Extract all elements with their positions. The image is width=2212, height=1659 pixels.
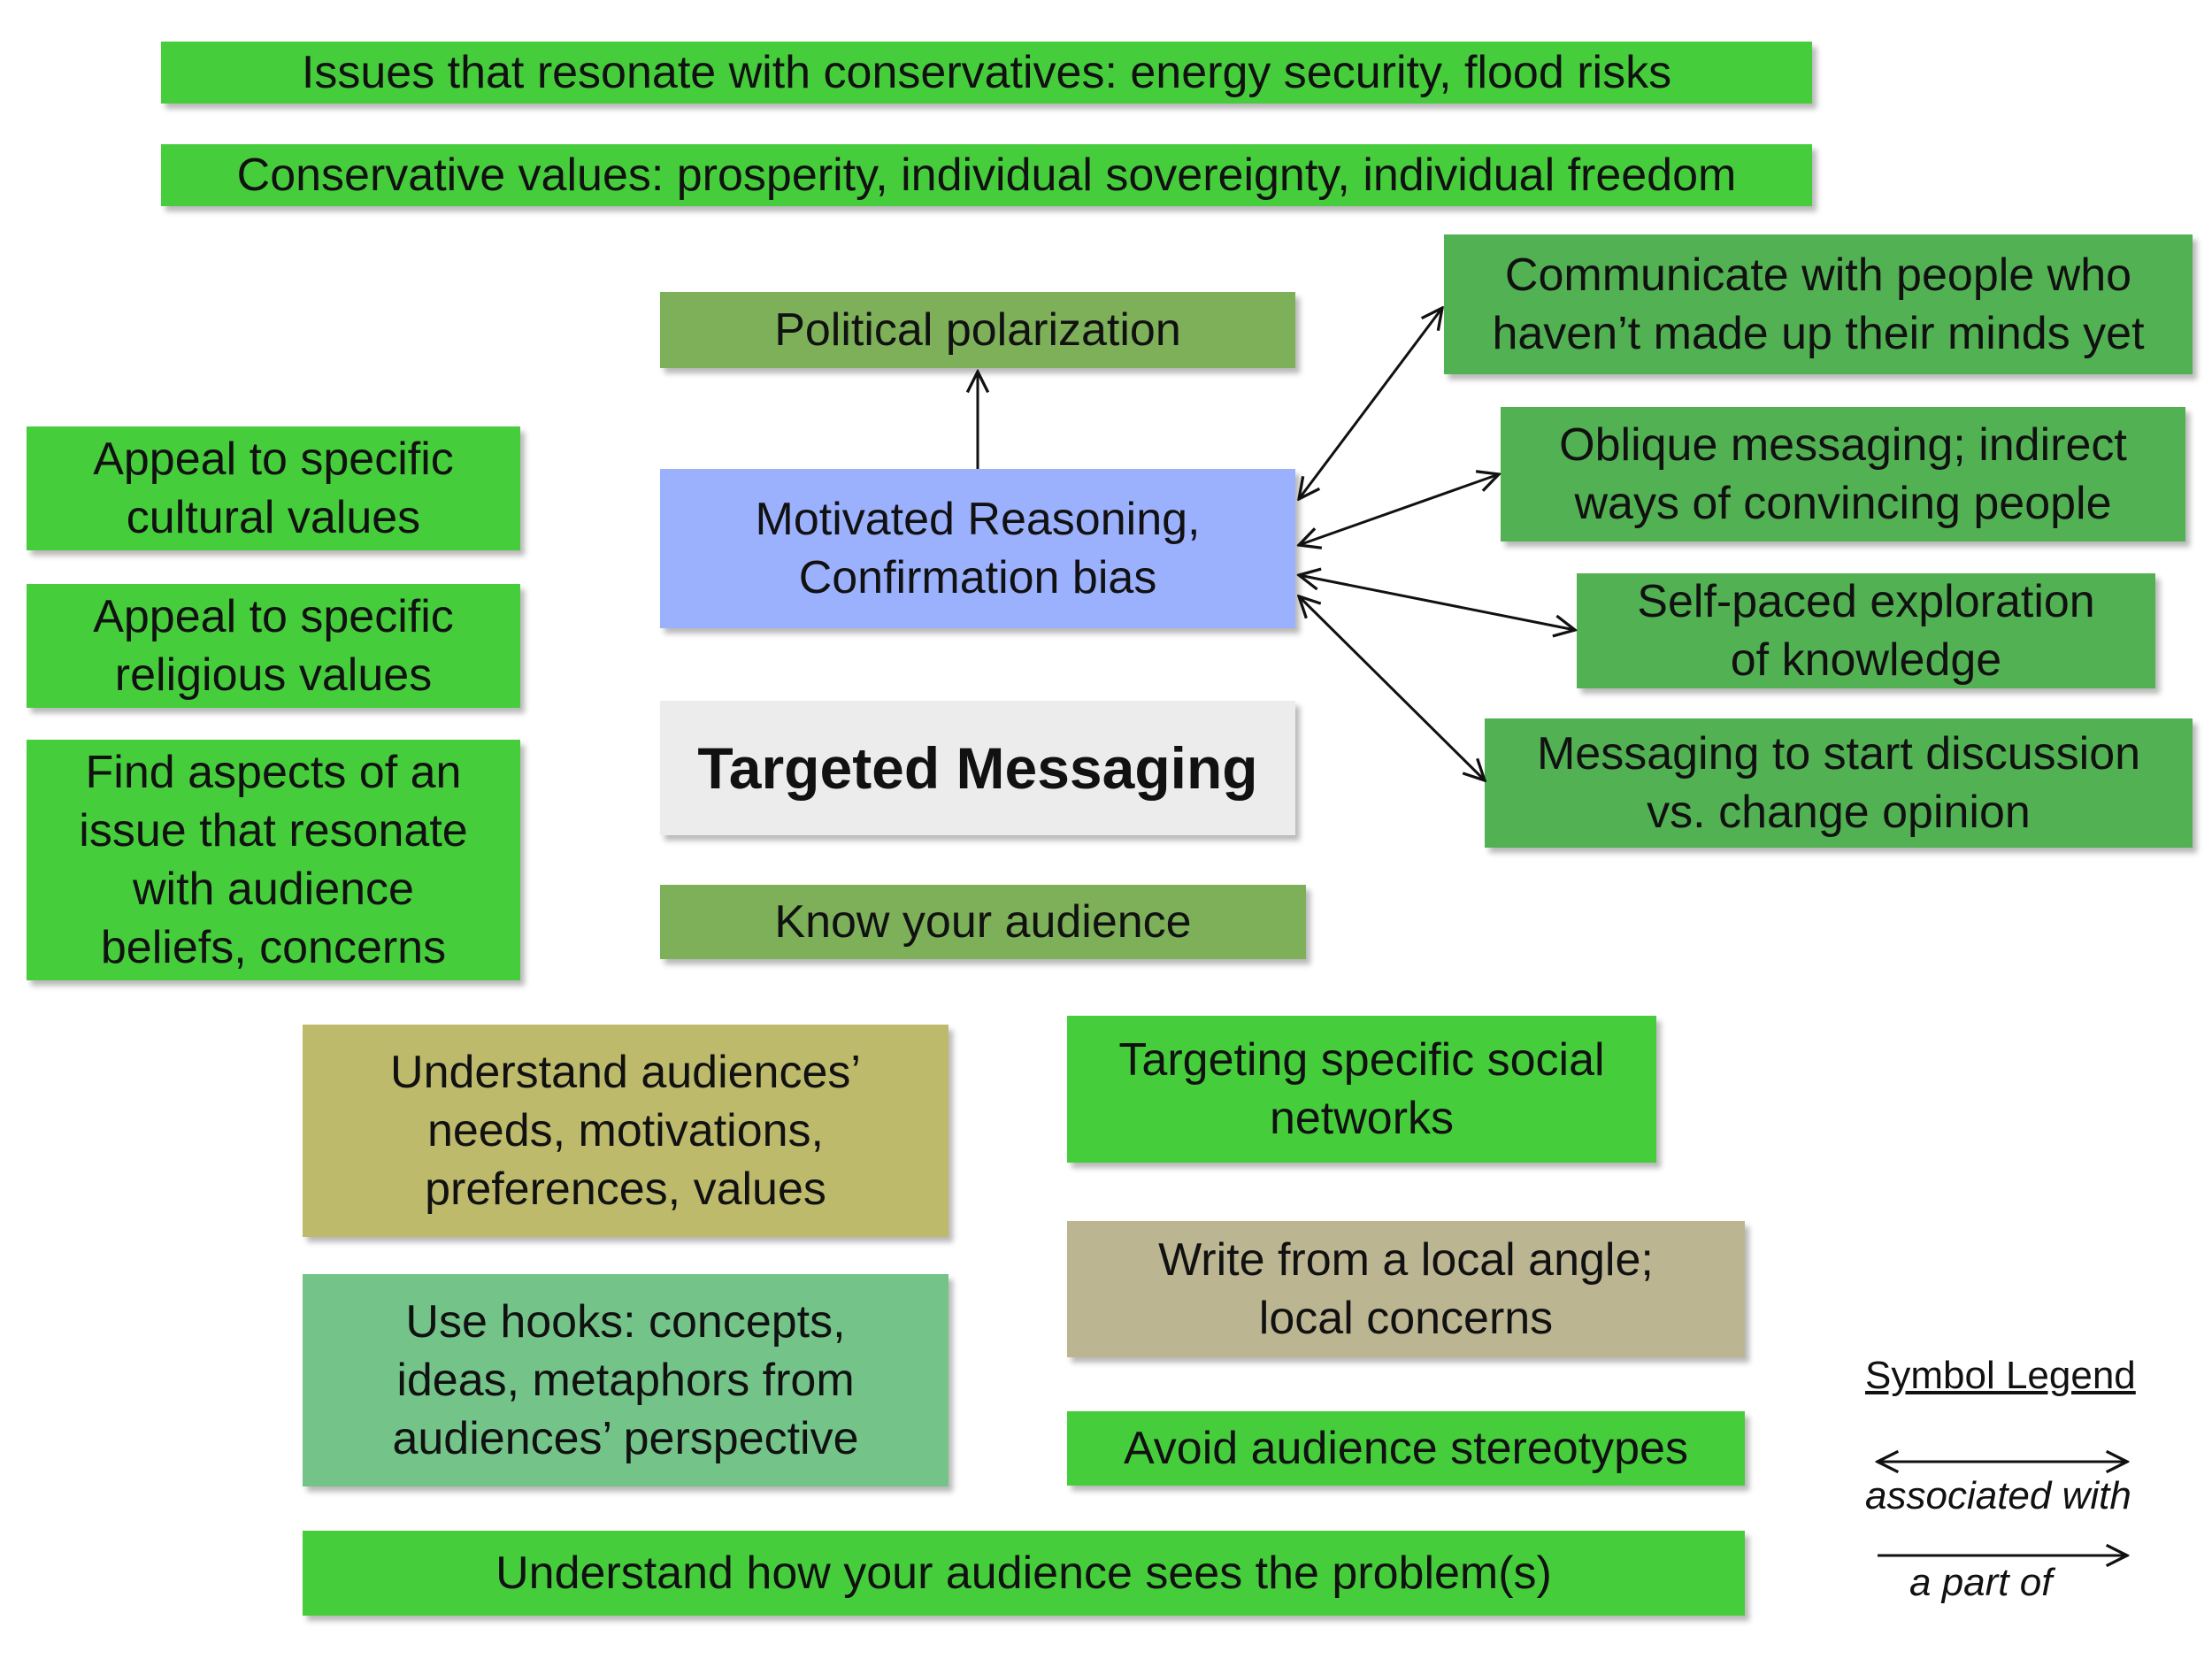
oblique-messaging-box: Oblique messaging; indirect ways of conv… [1501,407,2185,541]
legend-associated-label: associated with [1865,1474,2131,1517]
start-discussion-box: Messaging to start discussion vs. change… [1485,718,2193,848]
assoc-arrow-oblique-messaging [1299,474,1499,545]
avoid-stereotypes-box: Avoid audience stereotypes [1067,1411,1745,1486]
targeted-messaging-title: Targeted Messaging [660,701,1295,835]
religious-values-box: Appeal to specific religious values [27,584,520,708]
issues-conservatives-box: Issues that resonate with conservatives:… [161,42,1812,104]
social-networks-box: Targeting specific social networks [1067,1016,1656,1163]
conservative-values-box: Conservative values: prosperity, individ… [161,144,1812,206]
find-aspects-box: Find aspects of an issue that resonate w… [27,740,520,980]
communicate-undecided-box: Communicate with people who haven’t made… [1444,234,2193,374]
assoc-arrow-start-discussion [1299,596,1485,780]
know-your-audience-box: Know your audience [660,885,1306,959]
understand-problem-box: Understand how your audience sees the pr… [303,1531,1745,1616]
legend-part-of-label: a part of [1909,1561,2053,1604]
political-polarization-box: Political polarization [660,292,1295,368]
motivated-reasoning-box: Motivated Reasoning, Confirmation bias [660,469,1295,628]
legend-title: Symbol Legend [1865,1354,2136,1397]
cultural-values-box: Appeal to specific cultural values [27,426,520,550]
local-angle-box: Write from a local angle; local concerns [1067,1221,1745,1357]
assoc-arrow-self-paced [1299,575,1575,630]
use-hooks-box: Use hooks: concepts, ideas, metaphors fr… [303,1274,949,1486]
self-paced-exploration-box: Self-paced exploration of knowledge [1577,573,2155,688]
understand-needs-box: Understand audiences’ needs, motivations… [303,1025,949,1237]
assoc-arrow-communicate-undecided [1299,308,1442,499]
